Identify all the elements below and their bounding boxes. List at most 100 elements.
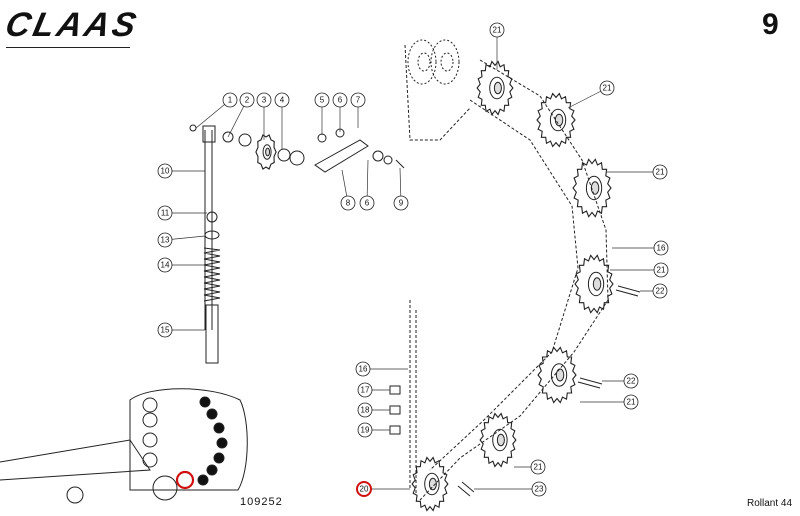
callout-circle-29: [530, 459, 546, 475]
callout-label-2: 2: [245, 96, 250, 105]
callout-circle-2: [239, 92, 255, 108]
rod-bracket: [202, 125, 216, 143]
callout-circle-7: [350, 92, 366, 108]
callout-label-25: 21: [657, 266, 666, 275]
drawing-number: 109252: [240, 496, 283, 508]
callout-label-15: 15: [161, 326, 170, 335]
page-number: 9: [762, 8, 779, 41]
callout-circle-1: [222, 92, 238, 108]
callout-circle-17: [357, 382, 373, 398]
link-part-2: [389, 405, 401, 415]
callout-circle-8: [340, 195, 356, 211]
callout-circle-13: [157, 232, 173, 248]
rod-nut: [206, 211, 218, 223]
callout-label-13: 13: [161, 236, 170, 245]
split-pin: [395, 159, 405, 169]
callout-circle-26: [652, 283, 668, 299]
callout-label-14: 14: [161, 261, 170, 270]
sprocket-2: [536, 92, 576, 148]
callout-label-30: 23: [535, 485, 544, 494]
callout-circle-23: [652, 164, 668, 180]
baler-roller-1: [199, 396, 211, 408]
callout-circle-22: [599, 80, 615, 96]
callout-circle-16: [355, 361, 371, 377]
callout-label-11: 10: [161, 167, 170, 176]
callout-circle-24: [653, 240, 669, 256]
model-name: Rollant 44: [747, 498, 793, 509]
tensioner-pin-upper: [615, 285, 641, 297]
callout-label-21: 21: [493, 26, 502, 35]
sprocket-6: [479, 412, 517, 468]
baler-roller-2: [206, 408, 218, 420]
callout-label-8: 8: [346, 199, 351, 208]
baler-idler-3: [142, 432, 158, 448]
sprocket-3: [572, 158, 612, 218]
baler-idler-4: [142, 452, 158, 468]
callout-label-9: 6: [365, 199, 370, 208]
callout-circle-12: [157, 205, 173, 221]
callout-label-26: 22: [656, 287, 665, 296]
drive-chain-inner: [429, 99, 579, 471]
callout-label-4: 4: [280, 96, 285, 105]
callout-label-3: 3: [262, 96, 267, 105]
compression-spring: [203, 247, 221, 302]
link-part-1: [389, 385, 401, 395]
washer-2: [238, 133, 252, 147]
chain-return-lower: [409, 300, 417, 495]
tensioner-pin-lower: [457, 481, 475, 497]
callout-circle-6: [332, 92, 348, 108]
callout-circle-28: [623, 394, 639, 410]
callout-label-1: 1: [228, 96, 233, 105]
callout-label-6: 6: [338, 96, 343, 105]
bearing: [277, 148, 291, 162]
callout-label-24: 16: [657, 244, 666, 253]
callout-label-22: 21: [603, 84, 612, 93]
callout-circle-5: [314, 92, 330, 108]
callout-label-19: 19: [361, 426, 370, 435]
callout-circle-20: [356, 481, 372, 497]
callout-label-17: 17: [361, 386, 370, 395]
link-part-3: [389, 425, 401, 435]
idler-sprocket-2: [430, 39, 460, 85]
callout-label-27: 22: [627, 377, 636, 386]
idler-sprocket-1: [407, 39, 437, 85]
callout-circle-14: [157, 257, 173, 273]
baler-overview-inset: [0, 388, 248, 504]
bush-2: [372, 150, 384, 162]
highlighted-roller: [175, 470, 195, 490]
callout-circle-11: [157, 163, 173, 179]
sprocket-4: [574, 254, 614, 314]
circlip: [189, 124, 197, 132]
chain-sprocket-small: [255, 134, 277, 170]
spacer-ring: [289, 150, 305, 166]
baler-roller-6: [206, 464, 218, 476]
baler-roller-5: [213, 452, 225, 464]
callout-circle-21: [489, 22, 505, 38]
bush-1: [317, 133, 327, 143]
sprocket-5: [537, 346, 577, 404]
callout-circle-25: [653, 262, 669, 278]
callout-label-7: 7: [356, 96, 361, 105]
callout-label-12: 11: [161, 209, 170, 218]
sprocket-7: [411, 456, 449, 512]
callout-circle-10: [393, 195, 409, 211]
chain-return-upper: [404, 44, 471, 141]
spring-sleeve: [205, 304, 219, 364]
callout-label-10: 9: [399, 199, 404, 208]
tensioner-pin-middle: [577, 377, 603, 389]
callout-label-5: 5: [320, 96, 325, 105]
tensioner-arm: [314, 139, 369, 173]
callout-circle-3: [256, 92, 272, 108]
callout-circle-4: [274, 92, 290, 108]
baler-idler-1: [142, 397, 158, 413]
callout-circle-27: [623, 373, 639, 389]
callout-label-29: 21: [534, 463, 543, 472]
washer-1: [222, 131, 234, 143]
baler-roller-7: [197, 474, 209, 486]
callout-circle-9: [359, 195, 375, 211]
callout-label-18: 18: [361, 406, 370, 415]
callout-circle-15: [157, 322, 173, 338]
callout-label-23: 21: [656, 168, 665, 177]
